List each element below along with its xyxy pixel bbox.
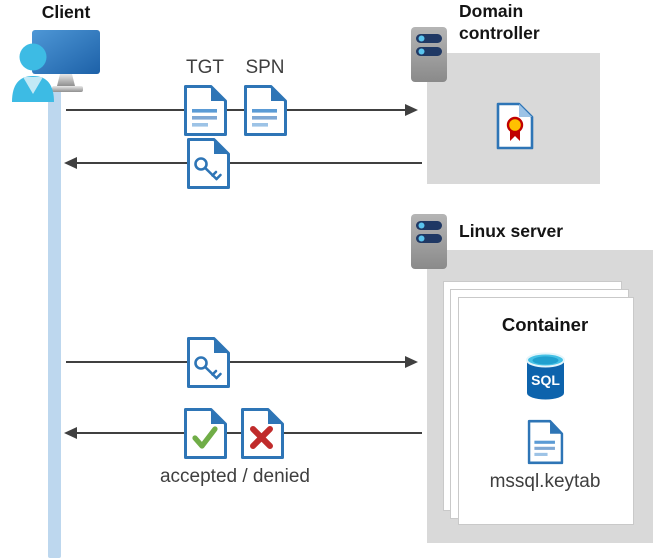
- container-label: Container: [501, 314, 589, 335]
- server-icon-domain-controller: [411, 27, 447, 82]
- ticket-document-icon-spn: [244, 85, 287, 136]
- arrowhead-left-dc: [64, 157, 77, 169]
- response-line-dc: [76, 162, 422, 164]
- keytab-file-label: mssql.keytab: [489, 471, 601, 492]
- request-line-linux: [66, 361, 406, 363]
- domain-controller-label: Domain controller: [459, 1, 540, 43]
- keytab-document-icon: [527, 419, 564, 465]
- sql-database-icon: SQL: [526, 352, 565, 400]
- client-label: Client: [41, 2, 91, 22]
- arrowhead-right-linux: [405, 356, 418, 368]
- accepted-document-icon: [184, 408, 227, 459]
- key-document-icon-bottom: [187, 337, 230, 388]
- arrowhead-left-linux: [64, 427, 77, 439]
- key-document-icon-top: [187, 138, 230, 189]
- sql-badge-text: SQL: [531, 372, 560, 388]
- server-icon-linux-server: [411, 214, 447, 269]
- tgt-label: TGT: [186, 57, 224, 78]
- ticket-document-icon-tgt: [184, 85, 227, 136]
- spn-label: SPN: [245, 57, 285, 78]
- certificate-document-icon: [496, 102, 534, 150]
- client-timeline-band: [48, 90, 61, 558]
- container-paper-front: [458, 297, 634, 525]
- linux-server-label: Linux server: [459, 221, 564, 241]
- arrowhead-right-dc: [405, 104, 418, 116]
- response-label: accepted / denied: [159, 466, 310, 487]
- denied-document-icon: [241, 408, 284, 459]
- client-user-monitor-icon: [12, 30, 100, 102]
- request-line-dc: [66, 109, 406, 111]
